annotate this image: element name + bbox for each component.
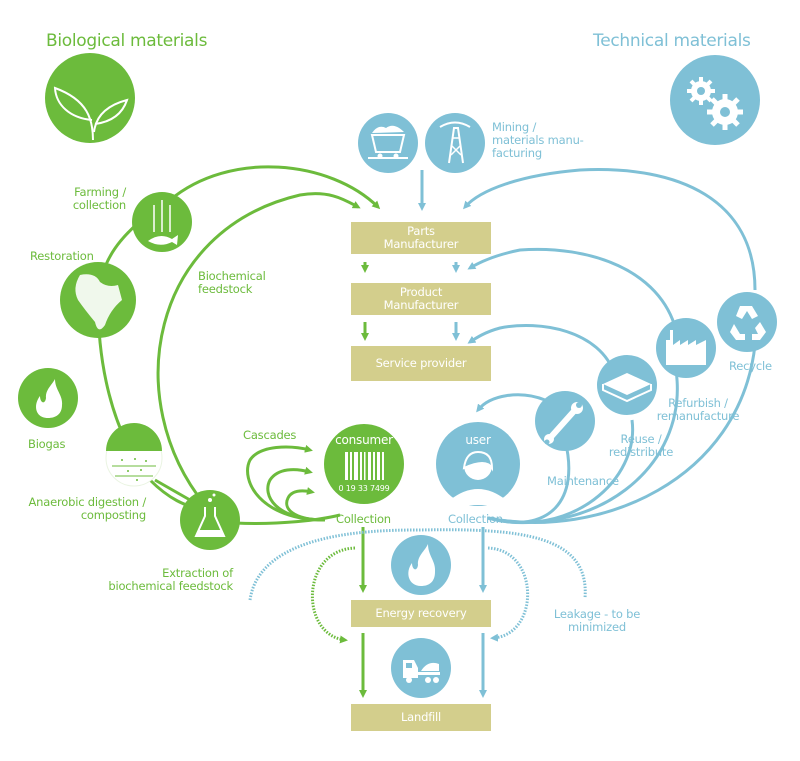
leakage-label: Leakage - to be minimized (553, 607, 641, 634)
bio-collection-label: Collection (336, 512, 391, 526)
parts-manufacturer-box: Parts Manufacturer (351, 222, 491, 254)
consumer-label: consumer (335, 433, 393, 447)
cascade-2 (266, 466, 326, 522)
cascades-label: Cascades (243, 428, 297, 442)
maintenance-label: Maintenance (547, 474, 619, 488)
restoration-label: Restoration (30, 249, 94, 263)
technical-flows (418, 168, 757, 698)
flow-restoration-loop (96, 203, 201, 512)
biological-flows (96, 165, 381, 698)
flow-extraction-to-collection (234, 513, 341, 525)
service-provider-box: Service provider (351, 346, 491, 381)
flow-reuse-to-service (467, 324, 617, 376)
flow-recycle-to-parts (463, 168, 757, 291)
flow-maintenance-to-user (476, 393, 546, 413)
gears-icon (670, 55, 760, 145)
landfill-box: Landfill (351, 704, 491, 731)
oil-derrick-icon (425, 113, 485, 173)
flow-farming-to-parts (169, 165, 381, 210)
product-manufacturer-box: Product Manufacturer (351, 283, 491, 315)
extraction-label: Extraction of biochemical feedstock (108, 566, 233, 593)
mining-label: Mining / materials manu- facturing (492, 120, 584, 160)
user-label: user (465, 433, 491, 447)
energy-flame-icon (391, 535, 451, 595)
flow-refurbish-to-product (467, 247, 678, 331)
cascade-1 (246, 444, 326, 522)
mine-cart-icon (358, 113, 418, 173)
consumer-barcode-icon (324, 424, 404, 504)
pallet-icon (597, 355, 657, 415)
wrench-icon (535, 391, 595, 451)
globe-icon (60, 262, 136, 338)
reuse-label: Reuse / redistribute (608, 432, 674, 459)
flow-feedstock-to-parts (156, 192, 361, 506)
barcode-number: 0 19 33 7499 (338, 484, 390, 493)
factory-icon (656, 318, 716, 378)
technical-materials-header: Technical materials (593, 31, 751, 51)
refurbish-label: Refurbish / remanufacture (656, 396, 740, 423)
wheat-fish-icon (132, 192, 192, 252)
biological-materials-header: Biological materials (46, 31, 208, 51)
cascade-3 (285, 487, 326, 522)
energy-recovery-box: Energy recovery (351, 600, 491, 627)
flame-icon (18, 368, 78, 428)
return-maintenance (487, 439, 571, 524)
soil-layers-icon (105, 423, 163, 487)
biochemical-feedstock-label: Biochemical feedstock (198, 269, 266, 296)
anaerobic-digestion-label: Anaerobic digestion / composting (28, 495, 147, 522)
leakage-blue-inner (487, 546, 530, 642)
user-avatar-icon (436, 422, 520, 506)
recycle-label: Recycle (729, 359, 772, 373)
farming-label: Farming / collection (72, 185, 126, 212)
dump-truck-icon (391, 638, 451, 698)
biogas-label: Biogas (28, 437, 66, 451)
leakage-green (311, 546, 356, 644)
flow-anaerobic-to-extraction (154, 478, 191, 502)
leakage-outer (248, 528, 587, 601)
plant-sprout-icon (45, 53, 135, 143)
recycle-icon (717, 292, 777, 352)
flask-icon (180, 490, 240, 550)
tech-collection-label: Collection (448, 512, 503, 526)
